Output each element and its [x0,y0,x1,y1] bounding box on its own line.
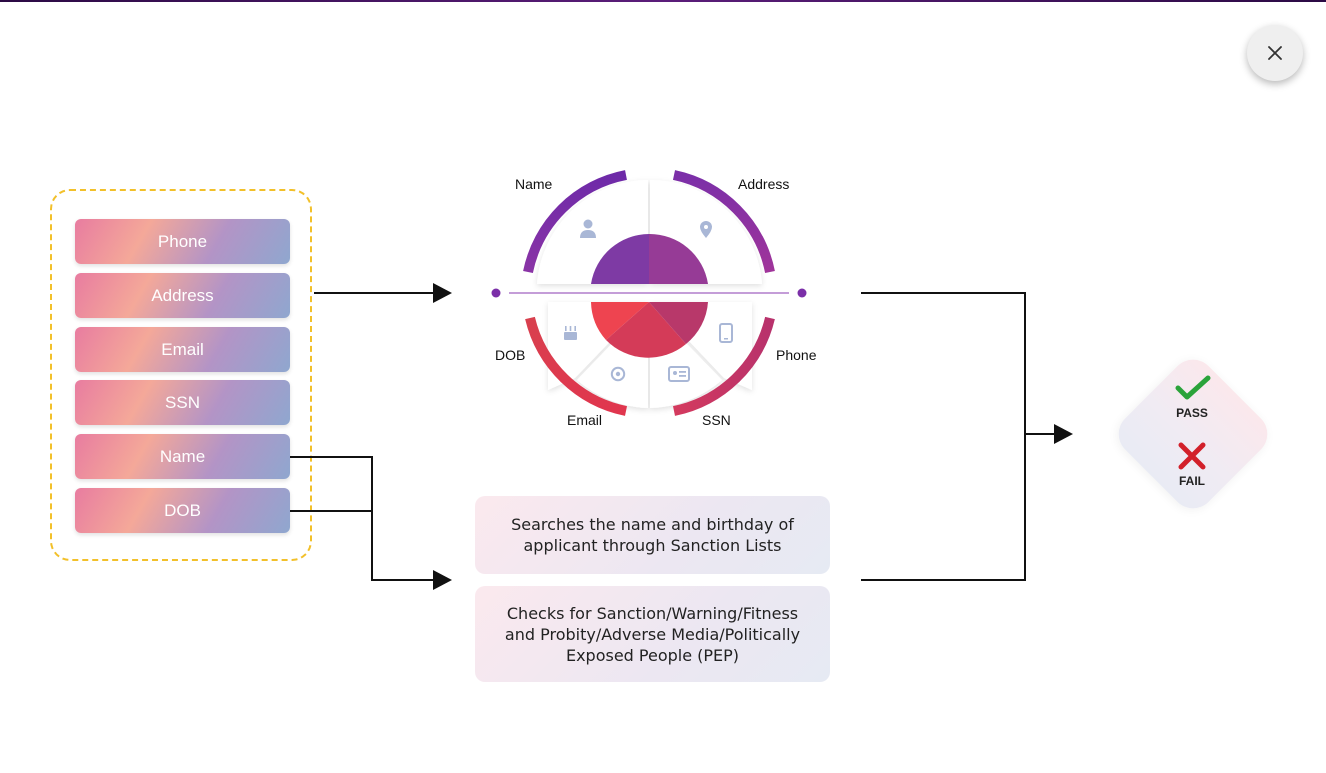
connector-to-result [861,292,1056,581]
location-pin-icon [700,221,712,238]
arrow-head-result [1054,424,1073,444]
arrow-head-checks [433,570,452,590]
phone-icon [719,323,733,343]
field-ssn: SSN [75,380,290,425]
check-icon [1175,375,1211,400]
arc-name [523,170,627,274]
hub-bottom-right [649,302,708,344]
hub-bottom-left [591,302,649,340]
sanction-search-box: Searches the name and birthday of applic… [475,496,830,574]
fail-label: FAIL [1179,474,1205,488]
hub-bottom-mid [606,302,686,358]
field-phone: Phone [75,219,290,264]
close-button[interactable] [1247,25,1303,81]
arc-address [672,170,775,274]
cake-icon [564,326,577,340]
segment-label-address: Address [738,176,790,192]
pass-label: PASS [1176,406,1208,420]
segment-label-phone: Phone [776,347,817,363]
segment-label-name: Name [515,176,553,192]
checks-box: Checks for Sanction/Warning/Fitness and … [475,586,830,682]
divider-dot-right [797,288,807,298]
divider-dot-left [491,288,501,298]
email-at-icon [610,366,626,382]
segment-label-dob: DOB [495,347,526,363]
close-icon [1268,46,1282,60]
input-fields-group [50,189,312,561]
cross-icon [1178,442,1206,470]
field-dob: DOB [75,488,290,533]
field-email: Email [75,327,290,372]
top-border [0,0,1326,2]
arc-dob [525,316,628,416]
hub-top-left [591,234,649,284]
connector-name-dob-to-checks [290,456,435,581]
field-address: Address [75,273,290,318]
hub-top-right [649,233,708,284]
arc-phone-ssn [672,316,775,416]
id-card-icon [668,366,690,382]
arrow-head-wheel [433,283,452,303]
field-name: Name [75,434,290,479]
person-icon [580,219,596,238]
segment-label-email: Email [567,412,603,428]
segment-label-ssn: SSN [702,412,731,428]
